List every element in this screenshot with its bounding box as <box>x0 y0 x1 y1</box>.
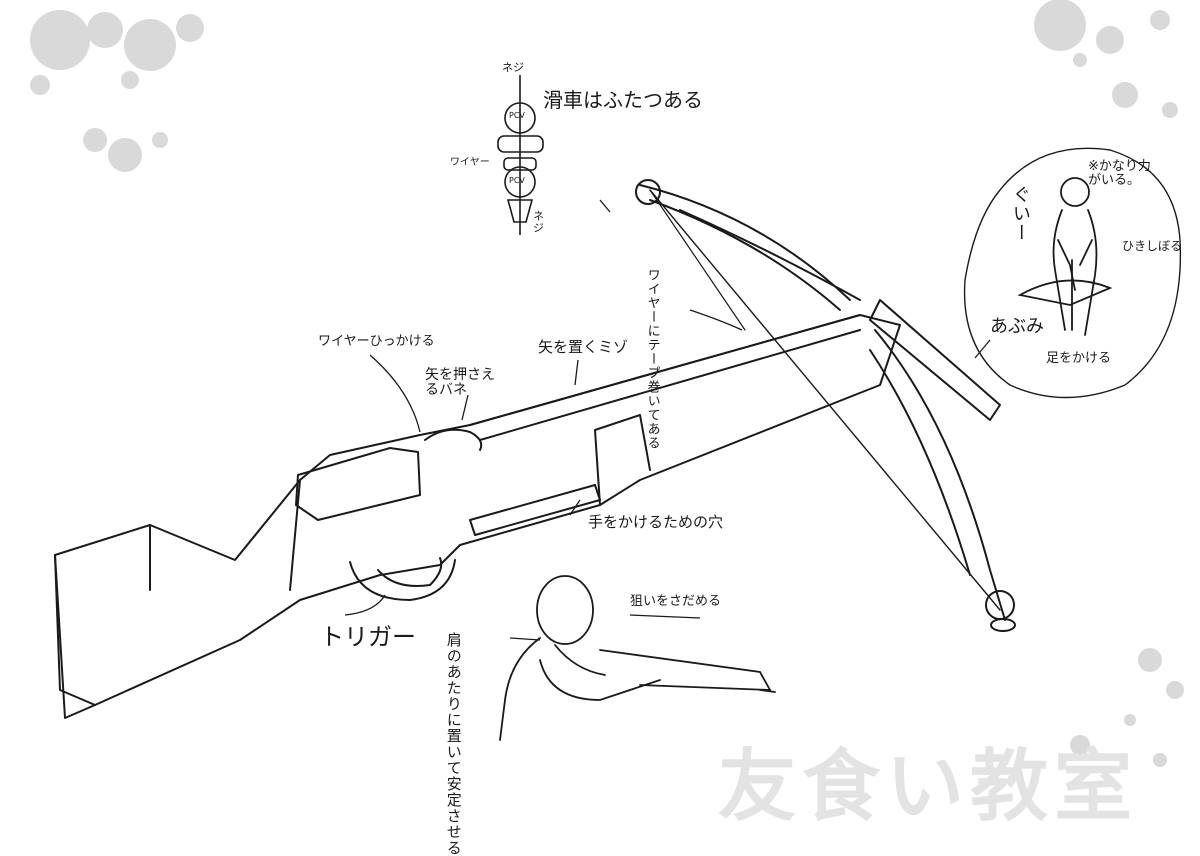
shooter-figure <box>499 575 776 741</box>
inset-bubble <box>963 147 1182 399</box>
spring <box>424 428 483 451</box>
pulley-diagram <box>497 75 544 235</box>
ink-splatter <box>30 0 1184 767</box>
pull-up-label: ひきしぼる <box>1122 239 1183 253</box>
inset-figure <box>963 147 1182 399</box>
foot-label: 足をかける <box>1046 351 1112 366</box>
watermark-title: 友食い教室 <box>717 742 1138 832</box>
pcv-top-label: PCV <box>509 111 525 120</box>
crossbow-plate <box>295 447 421 521</box>
crossbow <box>54 179 1016 719</box>
pulley-wire-label: ワイヤー <box>450 157 490 168</box>
strength-note-label: ※かなり力がいる。 <box>1088 159 1151 188</box>
grunt-label: ぐいー <box>1009 185 1031 242</box>
arrow-groove-label: 矢を置くミゾ <box>538 338 629 356</box>
trigger-label: トリガー <box>320 623 416 651</box>
bow-limb-upper <box>639 184 851 301</box>
pulley-screw-bottom-label: ネジ <box>531 210 545 234</box>
crossbow-stock <box>54 314 901 719</box>
trigger <box>377 557 443 587</box>
arrow-spring-label: 矢を押さえるバネ <box>425 367 495 398</box>
aim-label: 狙いをさだめる <box>630 594 722 609</box>
trigger-guard <box>349 559 456 601</box>
bow-limb-lower <box>874 329 1006 621</box>
shoulder-label: 肩のあたりに置いて安定させる <box>444 632 463 856</box>
pulley-screw-top-label: ネジ <box>502 61 524 74</box>
pcv-bottom-label: PCV <box>509 176 525 185</box>
wire-hook-label: ワイヤーひっかける <box>318 334 435 349</box>
wire-tape-label: ワイヤーにテープ巻いてある <box>644 268 660 450</box>
leader-arrows <box>344 199 991 641</box>
stirrup-label: あぶみ <box>990 316 1044 337</box>
bow-wire <box>649 189 1001 611</box>
pulley-title: 滑車はふたつある <box>543 88 703 112</box>
hand-hole-label: 手をかけるための穴 <box>588 513 724 531</box>
arrow-groove <box>469 314 861 426</box>
